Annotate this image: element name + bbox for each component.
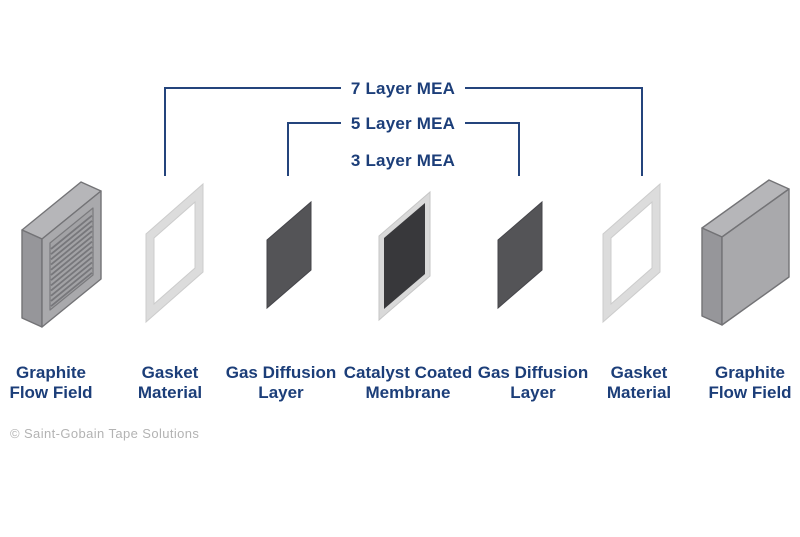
label-line-2: Layer <box>258 383 304 402</box>
bracket-label-7-layer-mea: 7 Layer MEA <box>350 79 456 98</box>
bracket-7-layer <box>164 87 643 176</box>
flow-field-groove-line <box>50 261 93 297</box>
graphite-flow-field-right-shape <box>701 179 790 326</box>
label-graphite-flow-field-left: Graphite Flow Field <box>9 363 92 403</box>
flow-field-grooves <box>50 214 93 307</box>
graphite-flow-field-left-shape <box>21 181 102 328</box>
flow-field-right-front-face <box>721 188 790 326</box>
bracket-7-layer-left-line <box>164 87 341 176</box>
label-line-1: Gas Diffusion <box>477 363 589 382</box>
label-gasket-material-right: Gasket Material <box>607 363 671 403</box>
label-line-2: Flow Field <box>708 383 792 402</box>
flow-field-groove-line <box>50 251 93 287</box>
label-line-2: Membrane <box>365 383 451 402</box>
flow-field-groove-line <box>50 230 93 266</box>
copyright-text: © Saint-Gobain Tape Solutions <box>10 426 200 441</box>
flow-field-groove-line <box>50 220 93 255</box>
flow-field-left-side-face <box>21 229 43 328</box>
flow-field-groove-line <box>50 266 93 302</box>
bracket-5-layer-left-line <box>287 122 341 176</box>
label-line-2: Layer <box>510 383 556 402</box>
flow-field-groove-line <box>50 272 93 307</box>
label-line-1: Gasket <box>610 363 668 382</box>
label-line-1: Catalyst Coated <box>343 363 473 382</box>
flow-field-groove-line <box>50 240 93 276</box>
flow-field-groove-line <box>50 214 93 250</box>
label-gas-diffusion-layer-left: Gas Diffusion Layer <box>226 363 337 403</box>
bracket-label-5-layer-mea: 5 Layer MEA <box>350 114 456 133</box>
bracket-5-layer-right-line <box>465 122 520 176</box>
label-line-1: Graphite <box>16 363 86 382</box>
label-graphite-flow-field-right: Graphite Flow Field <box>708 363 791 403</box>
ccm-core <box>384 203 425 309</box>
bracket-label-3-layer-mea: 3 Layer MEA <box>350 151 456 170</box>
bracket-7-layer-right-line <box>465 87 643 176</box>
bracket-5-layer <box>287 122 520 176</box>
catalyst-coated-membrane-shape <box>378 190 431 322</box>
label-line-2: Flow Field <box>9 383 93 402</box>
flow-field-groove-line <box>50 256 93 292</box>
gas-diffusion-layer-left-shape <box>266 200 312 310</box>
gasket-material-left-shape <box>145 182 204 324</box>
label-line-1: Gas Diffusion <box>225 363 337 382</box>
flow-field-groove-line <box>50 235 93 271</box>
gasket-material-right-shape <box>602 182 661 324</box>
label-line-1: Gasket <box>141 363 199 382</box>
flow-field-groove-line <box>50 246 93 281</box>
flow-field-groove-line <box>50 225 93 261</box>
label-line-1: Graphite <box>715 363 785 382</box>
label-catalyst-coated-membrane: Catalyst Coated Membrane <box>344 363 472 403</box>
label-line-2: Material <box>137 383 203 402</box>
flow-field-right-side-face <box>701 227 723 326</box>
label-gasket-material-left: Gasket Material <box>138 363 202 403</box>
gas-diffusion-layer-right-shape <box>497 200 543 310</box>
label-gas-diffusion-layer-right: Gas Diffusion Layer <box>478 363 589 403</box>
label-line-2: Material <box>606 383 672 402</box>
